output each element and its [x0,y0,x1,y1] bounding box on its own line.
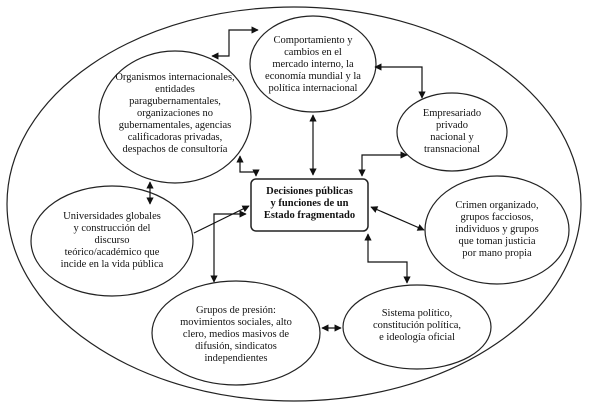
node-sistema-label: Sistema político, constitución política,… [372,308,462,343]
arrow-universidades-center [193,205,250,234]
center-box-label: Decisiones públicas y funciones de un Es… [263,186,356,221]
arrow-comportamiento-empresariado [374,63,426,99]
arrow-crimen-center [370,206,425,231]
node-universidades-shape [30,185,194,297]
node-comportamiento-label: Comportamiento y cambios en el mercado i… [265,35,361,94]
node-sistema-shape [342,284,492,370]
node-empresariado-label: Empresariado privado nacional y transnac… [422,108,482,155]
arrow-organismos-comportamiento [211,26,259,60]
node-grupos-label: Grupos de presión: movimientos sociales,… [180,305,292,364]
node-crimen-shape [424,175,570,285]
node-organismos-label: Organismos internacionales, entidades pa… [115,72,235,155]
arrow-empresariado-center [358,151,408,177]
outer-boundary [6,6,582,402]
arrow-center-sistema [364,233,411,284]
center-box-shape [250,178,369,232]
arrow-organismos-center [236,155,260,177]
node-universidades-label: Universidades globales y construcción de… [60,211,164,270]
node-crimen-label: Crimen organizado, grupos facciosos, ind… [455,200,539,259]
node-organismos-shape [98,50,252,184]
arrow-center-grupos [210,210,247,283]
node-empresariado-shape [396,92,508,172]
